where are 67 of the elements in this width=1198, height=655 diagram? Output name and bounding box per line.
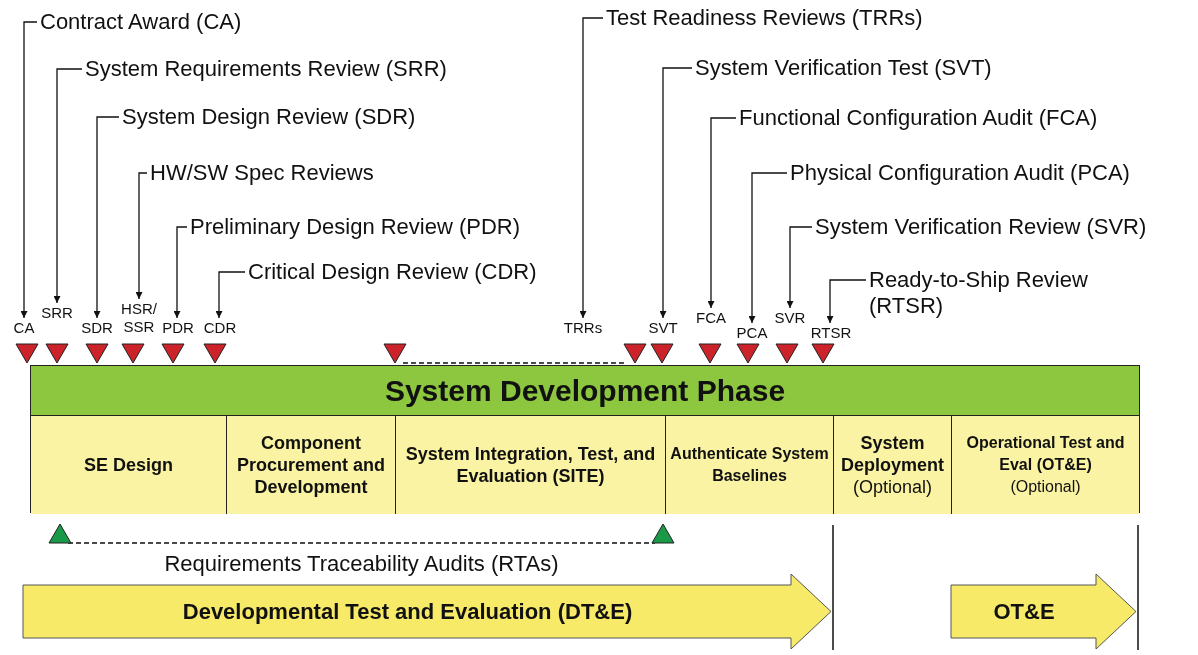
milestone-triangle: [121, 343, 145, 364]
milestone-label: RTSR: [810, 324, 852, 342]
milestone-label: CA: [13, 319, 35, 337]
milestone-triangle: [48, 523, 72, 544]
milestone-triangle: [650, 343, 674, 364]
milestone-label: PCA: [736, 324, 768, 342]
phase-panel: [30, 365, 1140, 513]
phase-note: (Optional): [1010, 477, 1081, 497]
phase-box: [665, 416, 833, 514]
milestone-label: FCA: [696, 309, 726, 327]
milestone-name: Critical Design Review (CDR): [248, 259, 537, 285]
phase-name: Operational Test and Eval (OT&E): [965, 433, 1126, 475]
leader-arrow: [53, 68, 83, 304]
leader-arrow: [215, 271, 246, 319]
milestone-name: Ready-to-Ship Review (RTSR): [869, 267, 1099, 319]
phase-box: [951, 416, 1139, 514]
milestone-triangle: [203, 343, 227, 364]
leader-arrow: [659, 67, 693, 319]
leader-arrow: [786, 226, 813, 309]
phase-name: Authenticate System Baselines: [669, 444, 830, 486]
block-arrow: OT&E: [950, 573, 1138, 650]
milestone-label: SDR: [81, 319, 113, 337]
milestone-label: SVR: [774, 309, 806, 327]
leader-arrow: [826, 279, 867, 324]
phase-name: System Integration, Test, and Evaluation (SITE): [404, 443, 657, 487]
milestone-triangle: [383, 343, 407, 364]
leader-arrow: [20, 21, 38, 319]
leader-arrow: [93, 116, 120, 319]
milestone-name: System Verification Review (SVR): [815, 214, 1147, 240]
milestone-name: Physical Configuration Audit (PCA): [790, 160, 1130, 186]
milestone-label: TRRs: [563, 319, 603, 337]
milestone-triangle: [45, 343, 69, 364]
milestone-label: HSR/ SSR: [119, 300, 159, 336]
leader-arrow: [135, 172, 148, 300]
milestone-label: SVT: [648, 319, 678, 337]
leader-arrow: [579, 17, 604, 319]
phase-box: [226, 416, 395, 514]
milestone-triangle: [15, 343, 39, 364]
milestone-name: Preliminary Design Review (PDR): [190, 214, 521, 240]
milestone-triangle: [811, 343, 835, 364]
milestone-triangle: [623, 343, 647, 364]
milestone-label: SRR: [41, 304, 73, 322]
milestone-label: CDR: [203, 319, 237, 337]
milestone-triangle: [161, 343, 185, 364]
phase-name: SE Design: [84, 454, 173, 476]
phase-box: [395, 416, 665, 514]
milestone-triangle: [736, 343, 760, 364]
leader-arrow: [173, 226, 188, 319]
phase-note: (Optional): [853, 476, 932, 498]
milestone-label: PDR: [162, 319, 194, 337]
milestone-name: System Verification Test (SVT): [695, 55, 992, 81]
milestone-name: Test Readiness Reviews (TRRs): [606, 5, 923, 31]
milestone-triangle: [775, 343, 799, 364]
milestone-name: Contract Award (CA): [40, 9, 242, 35]
phase-name: Component Procurement and Development: [235, 432, 386, 498]
phase-box: [833, 416, 951, 514]
milestone-triangle: [651, 523, 675, 544]
milestone-name: System Requirements Review (SRR): [85, 56, 447, 82]
milestone-name: Functional Configuration Audit (FCA): [739, 105, 1098, 131]
phase-title-bar: System Development Phase: [31, 366, 1139, 416]
milestone-triangle: [85, 343, 109, 364]
milestone-name: System Design Review (SDR): [122, 104, 416, 130]
milestone-name: HW/SW Spec Reviews: [150, 160, 374, 186]
milestone-triangle: [698, 343, 722, 364]
phase-name: System Deployment: [840, 432, 945, 476]
leader-arrow: [748, 172, 788, 324]
leader-arrow: [707, 117, 737, 309]
